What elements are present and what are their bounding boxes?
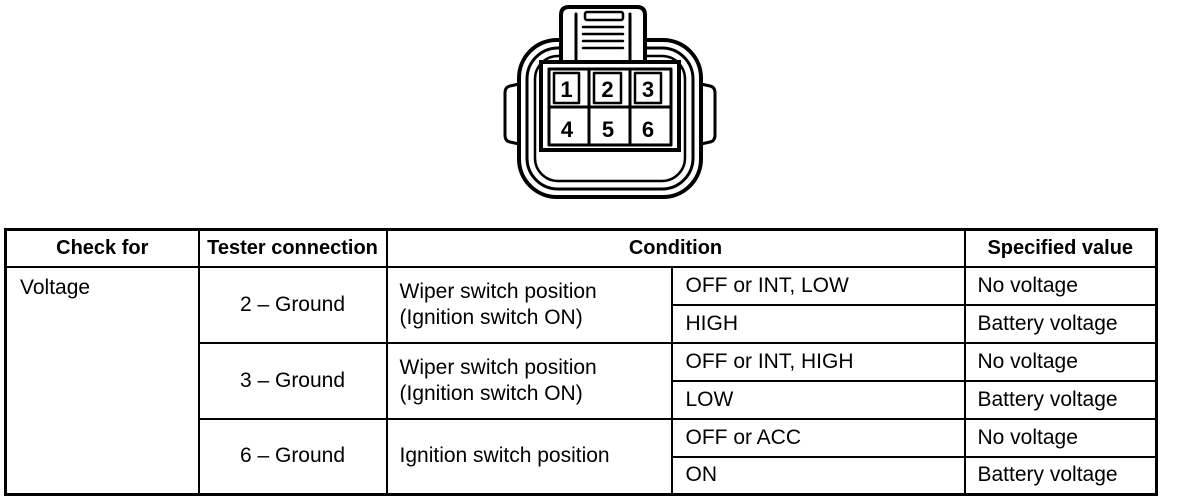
condition-line: (Ignition switch ON)	[399, 305, 583, 329]
specified-value-cell: Battery voltage	[963, 455, 1158, 496]
condition-line: Wiper switch position	[399, 355, 597, 379]
header-condition: Condition	[385, 228, 966, 268]
connector-latch	[559, 5, 647, 64]
pin-number-6: 6	[642, 117, 654, 142]
table-row: LOW Battery voltage	[6, 379, 1158, 420]
specified-value-cell: No voltage	[963, 341, 1158, 382]
table-row: 6 – Ground Ignition switch position OFF …	[6, 417, 1158, 496]
pin-number-5: 5	[602, 117, 614, 142]
switch-position-cell: OFF or ACC	[670, 417, 966, 458]
table-row: HIGH Battery voltage	[6, 303, 1158, 344]
right-locking-tab	[699, 82, 717, 146]
pin-2-cavity	[592, 71, 623, 105]
specified-value-cell: No voltage	[963, 265, 1158, 306]
pin-number-4: 4	[561, 117, 574, 142]
table-row: ON Battery voltage	[6, 455, 1158, 496]
condition-line: Wiper switch position	[399, 279, 597, 303]
condition-cell: Wiper switch position (Ignition switch O…	[385, 341, 673, 420]
pin-number-2: 2	[601, 77, 613, 102]
pin-number-1: 1	[560, 77, 572, 102]
specified-value-cell: Battery voltage	[963, 303, 1158, 344]
condition-cell: Ignition switch position	[385, 417, 673, 496]
switch-position-cell: HIGH	[670, 303, 966, 344]
voltage-check-table: Check for Tester connection Condition Sp…	[4, 228, 1158, 496]
pin-3-cavity	[633, 71, 663, 105]
latch-cap	[583, 10, 625, 22]
connector-diagram: 1 2 3 4 5 6	[503, 5, 717, 199]
check-for-cell: Voltage	[4, 265, 200, 496]
header-check-for: Check for	[4, 228, 200, 268]
header-tester-connection: Tester connection	[197, 228, 388, 268]
condition-cell: Wiper switch position (Ignition switch O…	[385, 265, 673, 344]
specified-value-cell: Battery voltage	[963, 379, 1158, 420]
header-specified-value: Specified value	[963, 228, 1158, 268]
tester-connection-cell: 6 – Ground	[197, 417, 388, 496]
table-row: 3 – Ground Wiper switch position (Igniti…	[6, 341, 1158, 420]
table-body: Voltage 2 – Ground Wiper switch position…	[4, 265, 1158, 496]
table-row: Voltage 2 – Ground Wiper switch position…	[4, 265, 1158, 496]
pin-1-cavity	[552, 71, 581, 105]
condition-line: (Ignition switch ON)	[399, 381, 583, 405]
switch-position-cell: OFF or INT, HIGH	[670, 341, 966, 382]
header-row: Check for Tester connection Condition Sp…	[4, 228, 1158, 268]
condition-line: Ignition switch position	[399, 444, 610, 468]
tester-connection-cell: 3 – Ground	[197, 341, 388, 420]
switch-position-cell: ON	[670, 455, 966, 496]
tester-connection-cell: 2 – Ground	[197, 265, 388, 344]
switch-position-cell: OFF or INT, LOW	[670, 265, 966, 306]
pin-number-3: 3	[642, 77, 654, 102]
table-header: Check for Tester connection Condition Sp…	[4, 228, 1158, 268]
left-locking-tab	[503, 82, 521, 146]
specified-value-cell: No voltage	[963, 417, 1158, 458]
pin-housing: 1 2 3 4 5 6	[539, 60, 681, 152]
switch-position-cell: LOW	[670, 379, 966, 420]
